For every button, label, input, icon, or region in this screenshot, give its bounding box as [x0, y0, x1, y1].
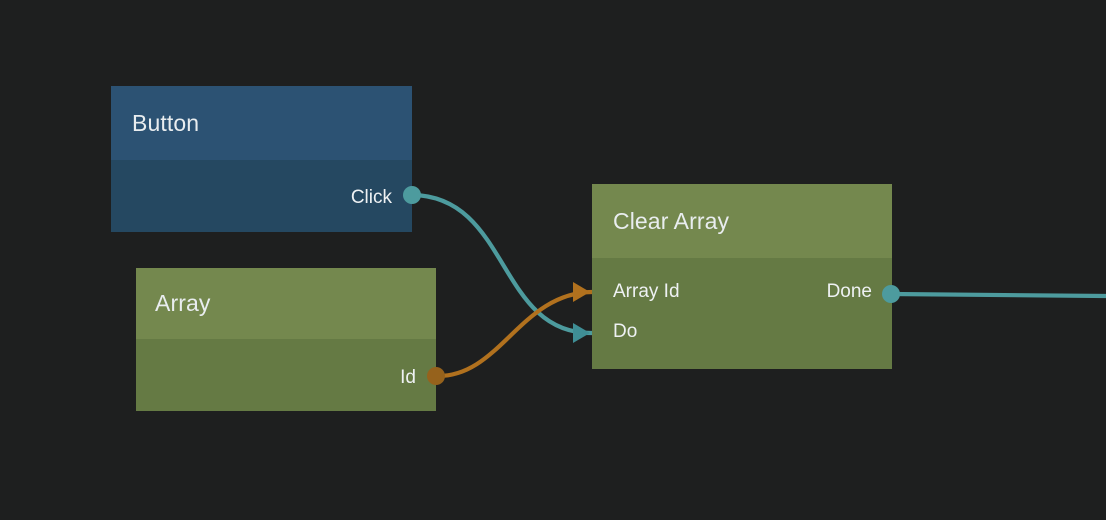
port-row-do[interactable]: Do — [613, 320, 637, 342]
port-row-id[interactable]: Id — [400, 366, 416, 388]
port-row-done[interactable]: Done — [827, 280, 872, 302]
node-clear-array-body: Array Id Do Done — [592, 258, 892, 369]
node-clear-array[interactable]: Clear Array Array Id Do Done — [592, 184, 892, 369]
node-array[interactable]: Array Id — [136, 268, 436, 411]
port-dot-done[interactable] — [882, 285, 900, 303]
port-label-id: Id — [400, 366, 416, 388]
node-button-header[interactable]: Button — [111, 86, 412, 160]
port-row-array-id[interactable]: Array Id — [613, 280, 680, 302]
node-button[interactable]: Button Click — [111, 86, 412, 232]
node-array-title: Array — [155, 290, 211, 316]
port-label-array-id: Array Id — [613, 280, 680, 302]
port-dot-id[interactable] — [427, 367, 445, 385]
port-dot-click[interactable] — [403, 186, 421, 204]
wire-done-out — [888, 291, 1106, 299]
port-arrow-do[interactable] — [573, 323, 590, 343]
port-label-click: Click — [350, 186, 392, 208]
port-arrow-array-id[interactable] — [573, 282, 590, 302]
port-row-click[interactable]: Click — [351, 186, 392, 208]
port-label-done: Done — [826, 280, 872, 302]
wire-id-to-array-id — [433, 289, 595, 379]
node-button-body: Click — [111, 160, 412, 232]
node-array-body: Id — [136, 339, 436, 411]
wire-click-to-do — [409, 192, 595, 336]
node-array-header[interactable]: Array — [136, 268, 436, 339]
node-clear-array-title: Clear Array — [613, 207, 730, 234]
port-label-do: Do — [613, 320, 638, 342]
node-clear-array-header[interactable]: Clear Array — [592, 184, 892, 258]
node-button-title: Button — [132, 109, 200, 136]
